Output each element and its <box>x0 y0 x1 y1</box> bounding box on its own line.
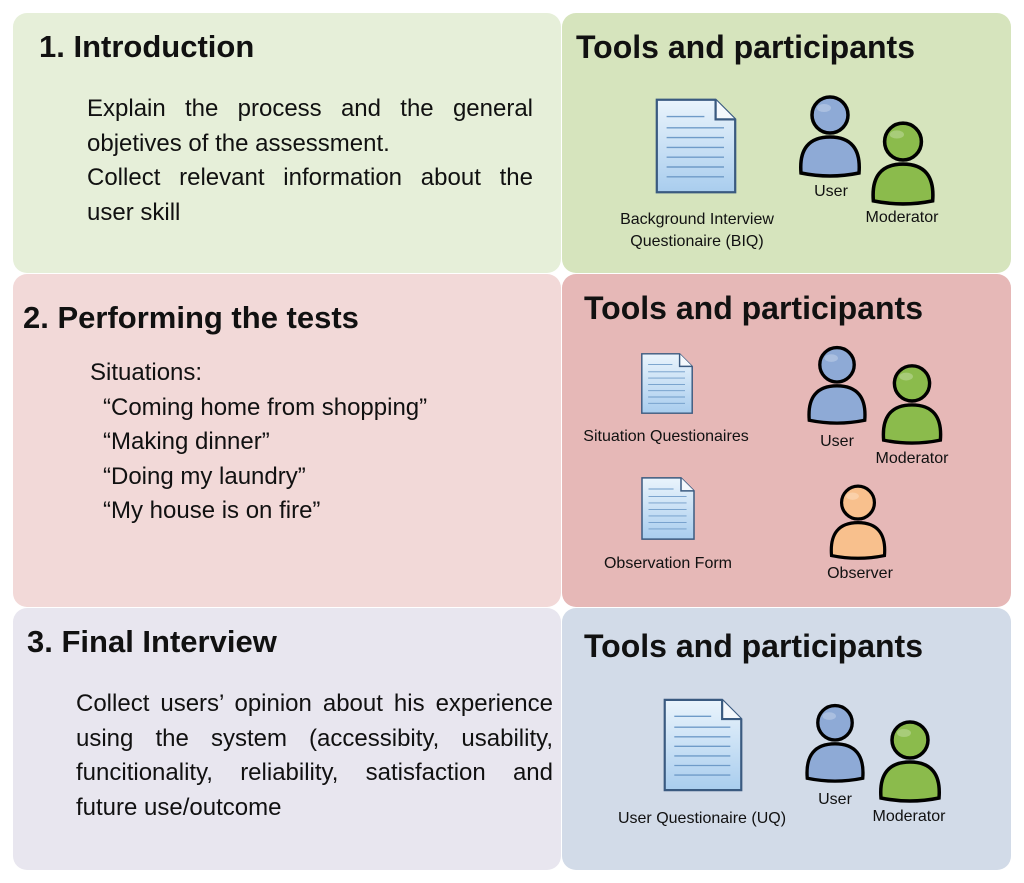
description-line: Collect users’ opinion about his experie… <box>76 690 553 821</box>
section-title: 3. Final Interview <box>27 624 277 659</box>
tools-panel-introduction: Tools and participants Background Interv… <box>562 13 1011 273</box>
document-icon <box>662 697 744 793</box>
section-performing-tests: 2. Performing the tests Situations: “Com… <box>13 274 561 607</box>
user-icon <box>803 338 871 426</box>
section-title: 1. Introduction <box>39 29 255 64</box>
participant-label: Moderator <box>872 808 946 825</box>
document-label: Observation Form <box>603 555 733 572</box>
situation-item: “Doing my laundry” <box>103 462 306 490</box>
section-introduction: 1. Introduction Explain the process and … <box>13 13 561 273</box>
description-line: Situations: <box>90 359 203 386</box>
moderator-icon <box>877 356 947 446</box>
tools-panel-final-interview: Tools and participants User Questionaire… <box>562 608 1011 870</box>
tools-title: Tools and participants <box>584 628 923 664</box>
situation-item: “Coming home from shopping” <box>103 393 428 421</box>
section-description: Collect users’ opinion about his experie… <box>76 687 553 825</box>
tools-panel-performing-tests: Tools and participants Situation Questio… <box>562 274 1011 607</box>
participant-label: User <box>818 791 852 808</box>
document-icon <box>640 352 694 415</box>
section-final-interview: 3. Final Interview Collect users’ opinio… <box>13 608 561 870</box>
document-label: Situation Questionaires <box>583 428 749 445</box>
document-icon <box>640 476 696 541</box>
situation-item: “My house is on fire” <box>103 497 321 524</box>
document-label: Background Interview Questionaire (BIQ) <box>620 211 774 250</box>
document-label: User Questionaire (UQ) <box>617 810 787 827</box>
participant-label: User <box>814 183 848 200</box>
moderator-icon <box>875 712 945 804</box>
participant-label: Moderator <box>875 450 949 467</box>
tools-title: Tools and participants <box>584 290 923 326</box>
section-description: Explain the process and the general obje… <box>87 92 533 230</box>
user-icon <box>801 696 869 784</box>
description-line: Collect relevant information about the u… <box>87 164 533 226</box>
section-description: Situations: “Coming home from shopping” … <box>90 356 427 529</box>
user-icon <box>795 87 865 179</box>
document-icon <box>654 97 738 195</box>
section-title: 2. Performing the tests <box>23 300 359 335</box>
tools-title: Tools and participants <box>576 29 915 65</box>
moderator-icon <box>867 113 939 207</box>
participant-label: Moderator <box>865 209 939 226</box>
participant-label: Observer <box>827 565 893 582</box>
situation-item: “Making dinner” <box>103 428 270 455</box>
observer-icon <box>826 477 890 561</box>
participant-label: User <box>820 433 854 450</box>
situation-list: “Coming home from shopping” “Making dinn… <box>90 391 427 529</box>
description-line: Explain the process and the general obje… <box>87 95 533 157</box>
